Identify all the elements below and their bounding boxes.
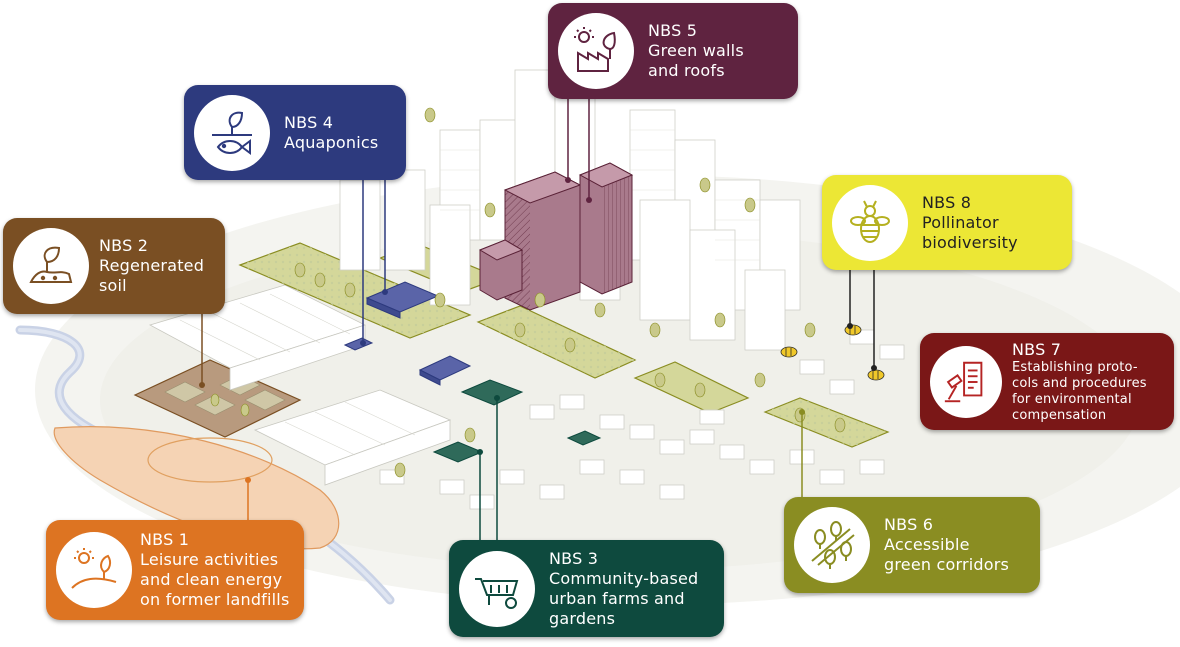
nbs8-card: NBS 8 Pollinator biodiversity	[822, 175, 1072, 270]
connector-lines	[201, 98, 875, 540]
nbs1-label: NBS 1	[140, 530, 190, 549]
nbs3-line: gardens	[549, 608, 616, 628]
landfill-area	[53, 426, 340, 550]
nbs7-label: NBS 7	[1012, 339, 1062, 359]
nbs7-card: NBS 7 Establishing proto- cols and proce…	[920, 333, 1174, 430]
nbs8-label: NBS 8	[922, 192, 972, 212]
connector-dots	[199, 177, 877, 483]
nbs6-label: NBS 6	[884, 515, 934, 534]
greenhouses	[343, 281, 472, 386]
nbs2-line: soil	[99, 276, 127, 295]
nbs7-line: Establishing proto-	[1012, 359, 1138, 375]
nbs6-line: green corridors	[884, 555, 1010, 574]
nbs5-label: NBS 5	[648, 21, 698, 40]
nbs3-line: urban farms and	[549, 588, 685, 608]
wheelbarrow-icon	[459, 550, 535, 627]
nbs8-line: Pollinator	[922, 212, 999, 232]
nbs4-label: NBS 4	[284, 112, 334, 132]
factory-sun-leaf-icon	[558, 13, 634, 89]
nbs2-line: Regenerated	[99, 256, 205, 275]
warehouse-blocks	[148, 284, 452, 486]
trees	[210, 107, 846, 478]
gavel-document-icon	[930, 345, 1002, 418]
nbs2-label: NBS 2	[99, 236, 149, 255]
nbs7-line: for environmental	[1012, 391, 1132, 407]
background-towers	[339, 69, 801, 351]
nbs7-line: cols and procedures	[1012, 375, 1147, 391]
nbs5-card: NBS 5 Green walls and roofs	[548, 3, 798, 99]
nbs6-card: NBS 6 Accessible green corridors	[784, 497, 1040, 593]
nbs3-label: NBS 3	[549, 548, 599, 568]
nbs1-card: NBS 1 Leisure activities and clean energ…	[46, 520, 304, 620]
nbs3-card: NBS 3 Community-based urban farms and ga…	[449, 540, 724, 637]
green-wall-towers	[478, 162, 634, 311]
nbs5-line: and roofs	[648, 61, 725, 80]
fish-plant-icon	[194, 94, 270, 171]
nbs6-line: Accessible	[884, 535, 970, 554]
bee-icon	[832, 184, 908, 261]
nbs1-line: and clean energy	[140, 570, 283, 589]
nbs5-line: Green walls	[648, 41, 744, 60]
soil-sprout-icon	[13, 228, 89, 304]
bees	[780, 324, 885, 381]
nbs3-line: Community-based	[549, 568, 699, 588]
nbs1-line: Leisure activities	[140, 550, 279, 569]
nbs8-line: biodiversity	[922, 232, 1018, 252]
garden-plots	[432, 379, 602, 463]
sun-plant-hill-icon	[56, 532, 132, 608]
nbs2-card: NBS 2 Regenerated soil	[3, 218, 225, 314]
nbs7-line: compensation	[1012, 407, 1107, 423]
nbs4-line: Aquaponics	[284, 132, 379, 152]
nbs1-line: on former landfills	[140, 590, 290, 609]
nbs4-card: NBS 4 Aquaponics	[184, 85, 406, 180]
tree-corridor-icon	[794, 507, 870, 583]
